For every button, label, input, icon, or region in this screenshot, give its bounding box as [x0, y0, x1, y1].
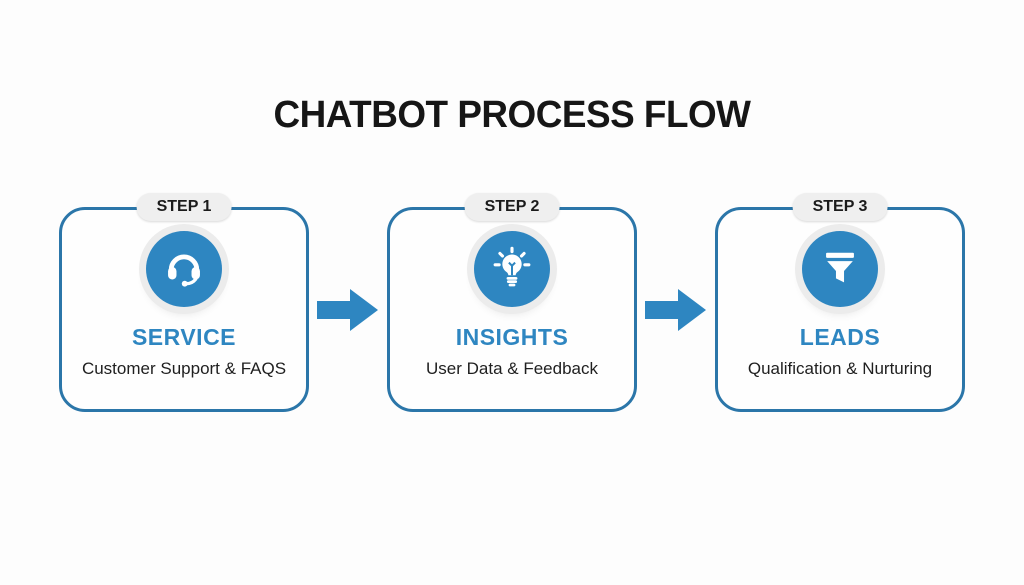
step-card-insights: STEP 2 [387, 193, 637, 412]
arrow-right-icon [316, 286, 380, 334]
step-badge: STEP 2 [464, 193, 560, 221]
flow-container: STEP 1 SERVICE Customer Support & FAQS [0, 193, 1024, 412]
step-icon-circle [146, 231, 222, 307]
step-icon-circle [802, 231, 878, 307]
step-icon-circle [474, 231, 550, 307]
step-subtitle: Qualification & Nurturing [747, 359, 933, 378]
funnel-icon [818, 245, 862, 294]
step-title: LEADS [799, 324, 881, 350]
step-badge: STEP 3 [792, 193, 888, 221]
arrow-right-icon [644, 286, 708, 334]
lightbulb-icon [490, 245, 534, 294]
step-badge: STEP 1 [136, 193, 232, 221]
step-card-leads: STEP 3 LEADS Qualification & Nurturing [715, 193, 965, 412]
step-card-service: STEP 1 SERVICE Customer Support & FAQS [59, 193, 309, 412]
step-subtitle: Customer Support & FAQS [81, 359, 287, 378]
page-title: CHATBOT PROCESS FLOW [273, 94, 751, 136]
step-subtitle: User Data & Feedback [426, 359, 598, 378]
step-title: SERVICE [131, 324, 237, 350]
step-title: INSIGHTS [455, 324, 569, 350]
headset-icon [162, 245, 206, 294]
